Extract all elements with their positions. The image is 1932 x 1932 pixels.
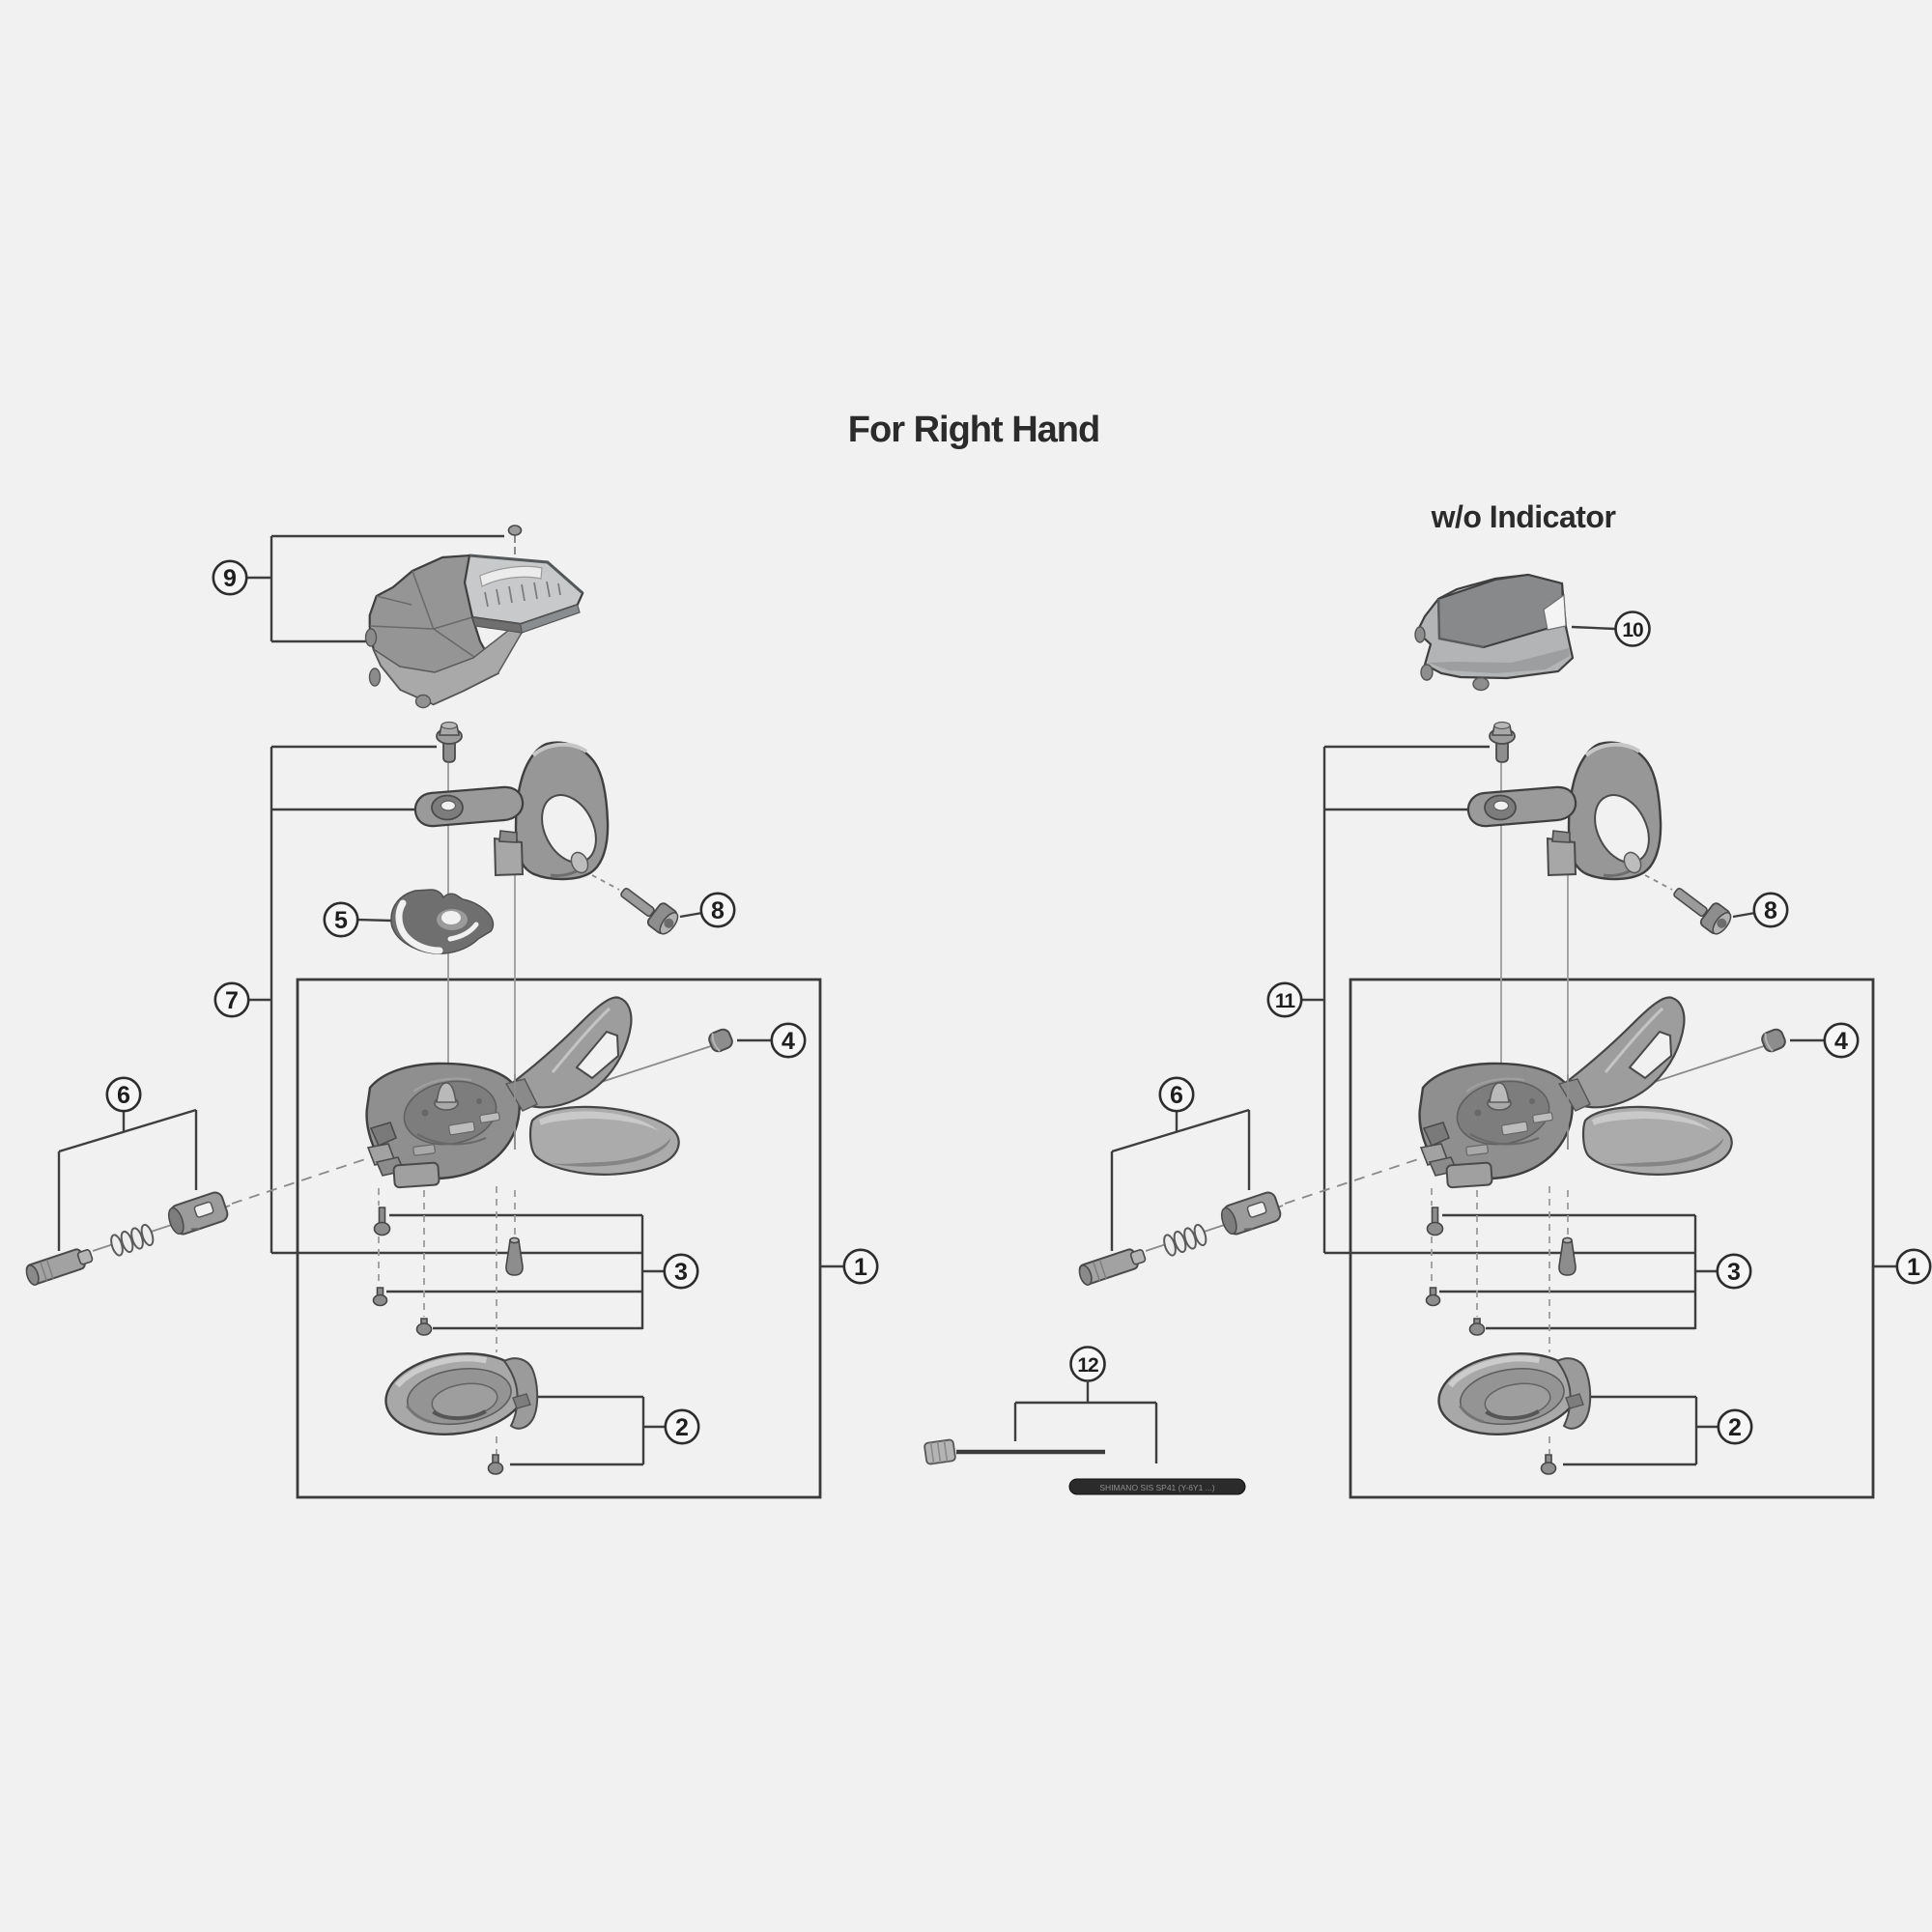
svg-text:SHIMANO SIS SP41 (Y-6Y1 ...): SHIMANO SIS SP41 (Y-6Y1 ...) (1099, 1483, 1214, 1492)
svg-text:11: 11 (1275, 990, 1296, 1012)
svg-text:7: 7 (225, 987, 239, 1014)
svg-text:w/o Indicator: w/o Indicator (1431, 499, 1616, 534)
svg-text:For Right Hand: For Right Hand (848, 410, 1099, 450)
svg-text:10: 10 (1622, 619, 1643, 641)
svg-text:12: 12 (1077, 1354, 1098, 1377)
svg-text:9: 9 (223, 565, 237, 592)
svg-text:5: 5 (334, 907, 348, 934)
